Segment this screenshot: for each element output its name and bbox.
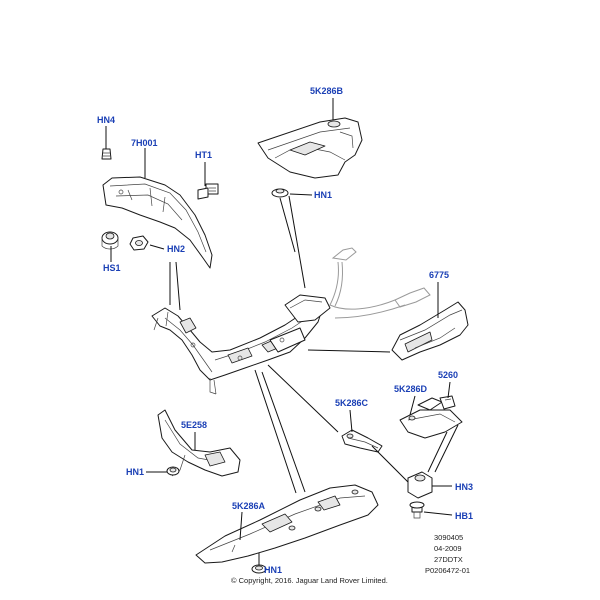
heat-shield-5k286b (257, 117, 363, 179)
label-5260: 5260 (438, 370, 458, 380)
heat-shield-5k286d (399, 397, 463, 439)
label-hn4: HN4 (97, 115, 115, 125)
exhaust-support-frame (151, 294, 331, 395)
bolt-hb1 (409, 501, 425, 519)
callout-labels: HN4 7H001 HT1 HN2 HS1 5K286B HN1 6775 5K… (97, 86, 473, 575)
label-hs1: HS1 (103, 263, 121, 273)
label-5k286d: 5K286D (394, 384, 428, 394)
stud-hs1 (101, 231, 119, 250)
nut-hn1-top (271, 188, 289, 198)
label-hn1-left: HN1 (126, 467, 144, 477)
label-ht1: HT1 (195, 150, 212, 160)
info-line-1: 3090405 (434, 533, 463, 542)
heat-shield-5e258 (157, 409, 241, 477)
label-5k286a: 5K286A (232, 501, 266, 511)
label-hb1: HB1 (455, 511, 473, 521)
label-hn1-top: HN1 (314, 190, 332, 200)
heat-shield-6775 (391, 301, 469, 361)
info-line-4: P0206472-01 (425, 566, 470, 575)
label-7h001: 7H001 (131, 138, 158, 148)
label-5k286c: 5K286C (335, 398, 369, 408)
label-5k286b: 5K286B (310, 86, 344, 96)
clip-5260 (439, 395, 456, 410)
label-hn2: HN2 (167, 244, 185, 254)
leader-lines (105, 98, 459, 565)
bolt-ht1 (197, 183, 219, 200)
nut-hn1-bottom (251, 564, 267, 574)
nut-hn1-left (166, 466, 180, 476)
info-line-2: 04-2009 (434, 544, 462, 553)
nut-hn2 (129, 235, 149, 251)
label-6775: 6775 (429, 270, 449, 280)
label-hn1-bottom: HN1 (264, 565, 282, 575)
exhaust-pipe-ghost (329, 247, 431, 319)
copyright-notice: © Copyright, 2016. Jaguar Land Rover Lim… (231, 576, 388, 585)
heat-shield-5k286a (195, 484, 379, 564)
heat-shield-5k286c (341, 429, 383, 453)
heat-shield-7h001 (102, 176, 213, 269)
info-line-3: 27DDTX (434, 555, 463, 564)
nut-hn3 (407, 471, 433, 499)
drawing-info-block: 3090405 04-2009 27DDTX P0206472-01 (425, 533, 470, 575)
nut-hn4 (101, 148, 112, 160)
label-5e258: 5E258 (181, 420, 207, 430)
label-hn3: HN3 (455, 482, 473, 492)
